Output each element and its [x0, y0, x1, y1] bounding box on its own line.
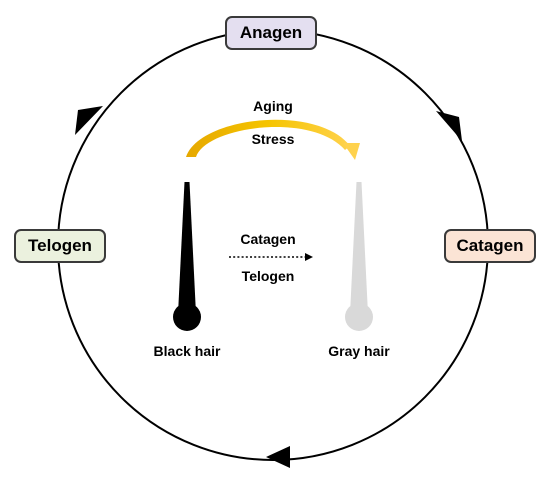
aging-stress-arc — [186, 119, 350, 157]
telogen-label: Telogen — [28, 236, 92, 255]
aging-label: Aging — [253, 98, 293, 114]
black-hair-label: Black hair — [153, 343, 221, 359]
transition-telogen-label: Telogen — [241, 268, 295, 284]
catagen-box: Catagen — [444, 229, 536, 263]
anagen-label: Anagen — [239, 23, 303, 42]
gray-hair-shaft — [350, 182, 368, 314]
black-hair-shaft — [178, 182, 196, 314]
catagen-label: Catagen — [456, 236, 524, 255]
transition-arrowhead — [305, 253, 313, 261]
aging-stress-arrowhead — [343, 143, 360, 160]
transition-catagen-label: Catagen — [240, 231, 296, 247]
telogen-box: Telogen — [14, 229, 106, 263]
cycle-arrow-upper-left — [75, 106, 103, 135]
cycle-arrow-upper-right — [436, 111, 462, 141]
gray-hair-bulb — [345, 303, 373, 331]
gray-hair-label: Gray hair — [328, 343, 390, 359]
black-hair-bulb — [173, 303, 201, 331]
anagen-box: Anagen — [225, 16, 317, 50]
stress-label: Stress — [251, 131, 295, 147]
cycle-arrow-bottom — [266, 446, 290, 468]
